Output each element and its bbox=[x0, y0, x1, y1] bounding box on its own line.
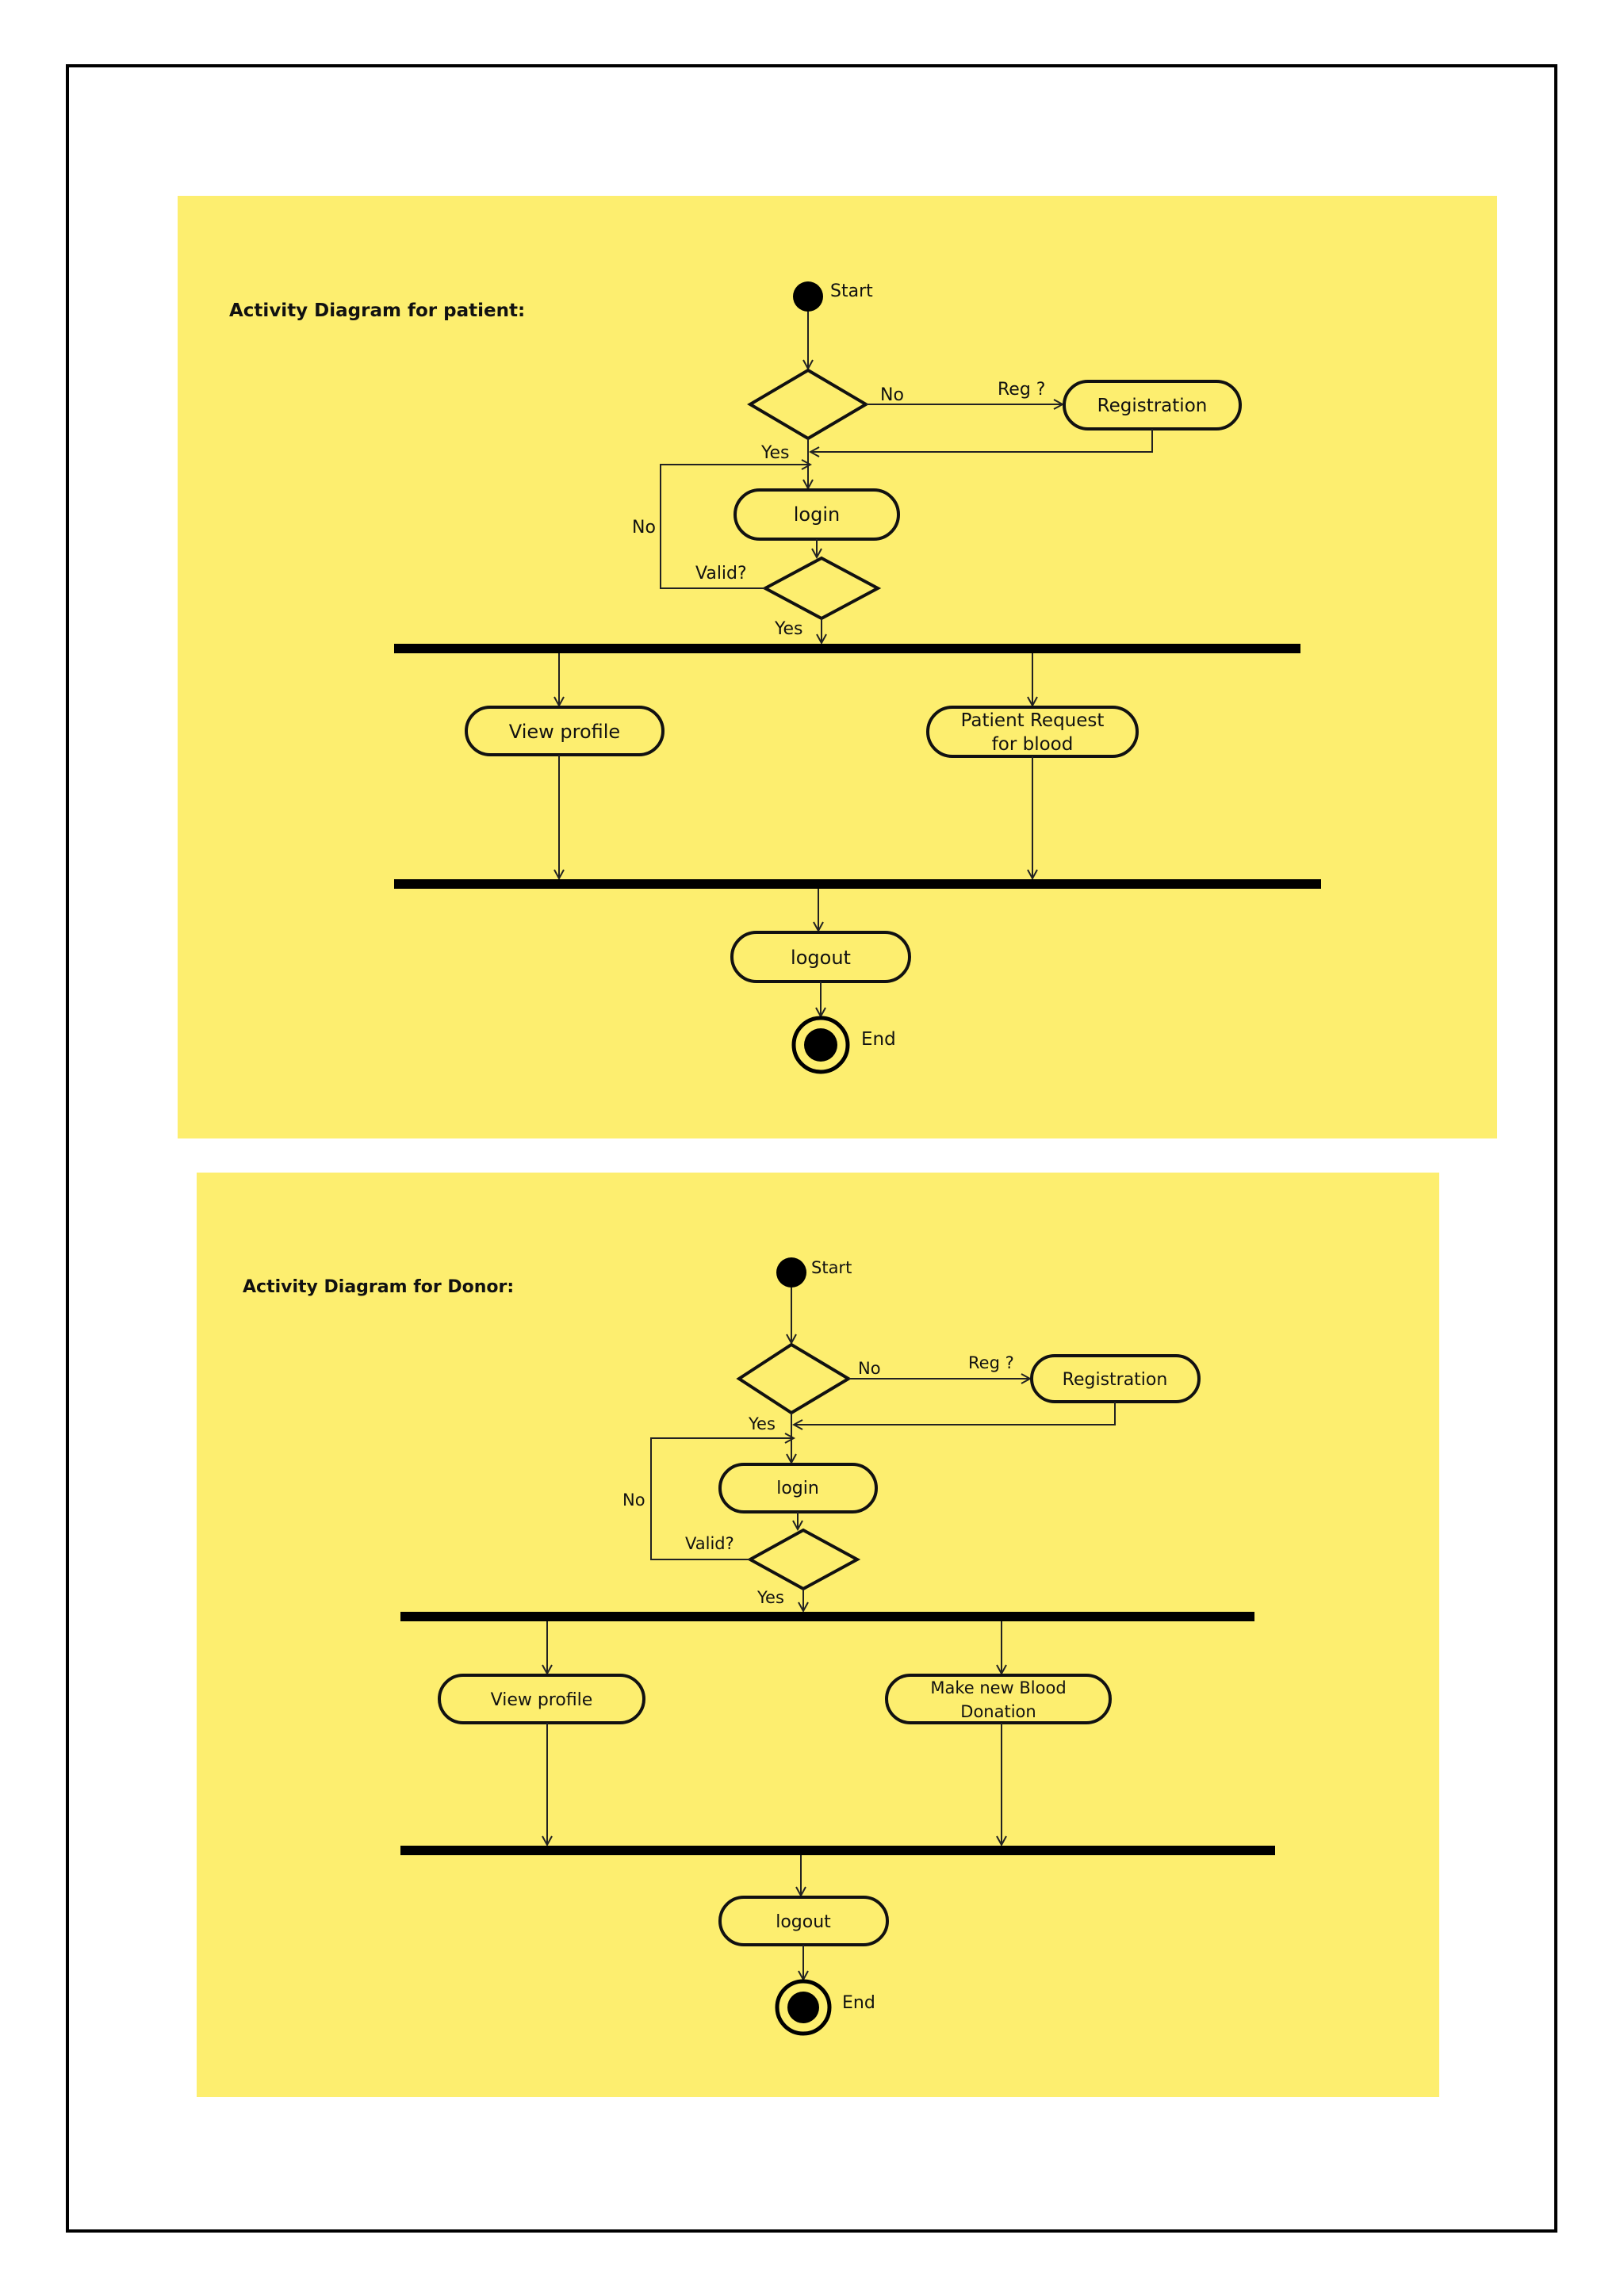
flow-registration-return bbox=[810, 429, 1153, 452]
yes-bottom-label: Yes bbox=[756, 1588, 784, 1607]
patient-activity-diagram: Activity Diagram for patient: Start No R… bbox=[178, 196, 1497, 1138]
valid-question-label: Valid? bbox=[695, 564, 747, 584]
login-label: login bbox=[776, 1479, 819, 1498]
flow-registration-return bbox=[794, 1402, 1116, 1425]
yes-top-label: Yes bbox=[748, 1414, 776, 1433]
end-node-outer-icon bbox=[791, 1016, 850, 1074]
registration-label: Registration bbox=[1097, 396, 1208, 416]
flow-invalid-loop bbox=[650, 1438, 794, 1560]
end-node-inner-icon bbox=[804, 1028, 837, 1062]
valid-question-label: Valid? bbox=[685, 1534, 734, 1553]
start-node-icon bbox=[776, 1257, 806, 1288]
reg-question-label: Reg ? bbox=[998, 380, 1045, 400]
logout-label: logout bbox=[791, 947, 851, 969]
blood-donation-label-line1: Make new Blood bbox=[930, 1678, 1066, 1697]
end-node-inner-icon bbox=[787, 1992, 819, 2023]
blood-donation-label-line2: Donation bbox=[960, 1702, 1036, 1721]
start-label: Start bbox=[830, 281, 873, 301]
no-left-label: No bbox=[632, 518, 656, 538]
decision-no-label: No bbox=[880, 385, 904, 405]
view-profile-label: View profile bbox=[491, 1690, 593, 1710]
view-profile-activity bbox=[465, 706, 665, 756]
registration-label: Registration bbox=[1063, 1370, 1168, 1390]
login-label: login bbox=[794, 503, 840, 526]
flow-invalid-loop bbox=[660, 465, 810, 589]
reg-question-label: Reg ? bbox=[968, 1353, 1014, 1372]
end-label: End bbox=[861, 1029, 896, 1050]
patient-request-label-line1: Patient Request bbox=[961, 710, 1105, 731]
yes-top-label: Yes bbox=[760, 443, 790, 463]
no-left-label: No bbox=[622, 1490, 645, 1510]
end-label: End bbox=[842, 1993, 875, 2013]
patient-diagram-background bbox=[178, 196, 1497, 1138]
donor-activity-diagram: Activity Diagram for Donor: Start No Reg… bbox=[197, 1173, 1439, 2097]
blood-donation-activity bbox=[885, 1674, 1112, 1724]
patient-request-label-line2: for blood bbox=[992, 734, 1074, 755]
start-label: Start bbox=[811, 1258, 852, 1277]
join-bar bbox=[394, 879, 1321, 889]
decision-no-label: No bbox=[858, 1359, 881, 1378]
logout-label: logout bbox=[776, 1912, 831, 1932]
fork-bar bbox=[400, 1612, 1254, 1621]
donor-diagram-title: Activity Diagram for Donor: bbox=[243, 1277, 514, 1297]
view-profile-activity bbox=[438, 1674, 645, 1724]
view-profile-label: View profile bbox=[509, 721, 620, 743]
join-bar bbox=[400, 1846, 1275, 1855]
fork-bar bbox=[394, 644, 1300, 653]
yes-bottom-label: Yes bbox=[774, 619, 803, 639]
patient-diagram-title: Activity Diagram for patient: bbox=[229, 300, 525, 321]
donor-diagram-background bbox=[197, 1173, 1439, 2097]
start-node-icon bbox=[793, 281, 823, 312]
end-node-outer-icon bbox=[775, 1979, 832, 2036]
